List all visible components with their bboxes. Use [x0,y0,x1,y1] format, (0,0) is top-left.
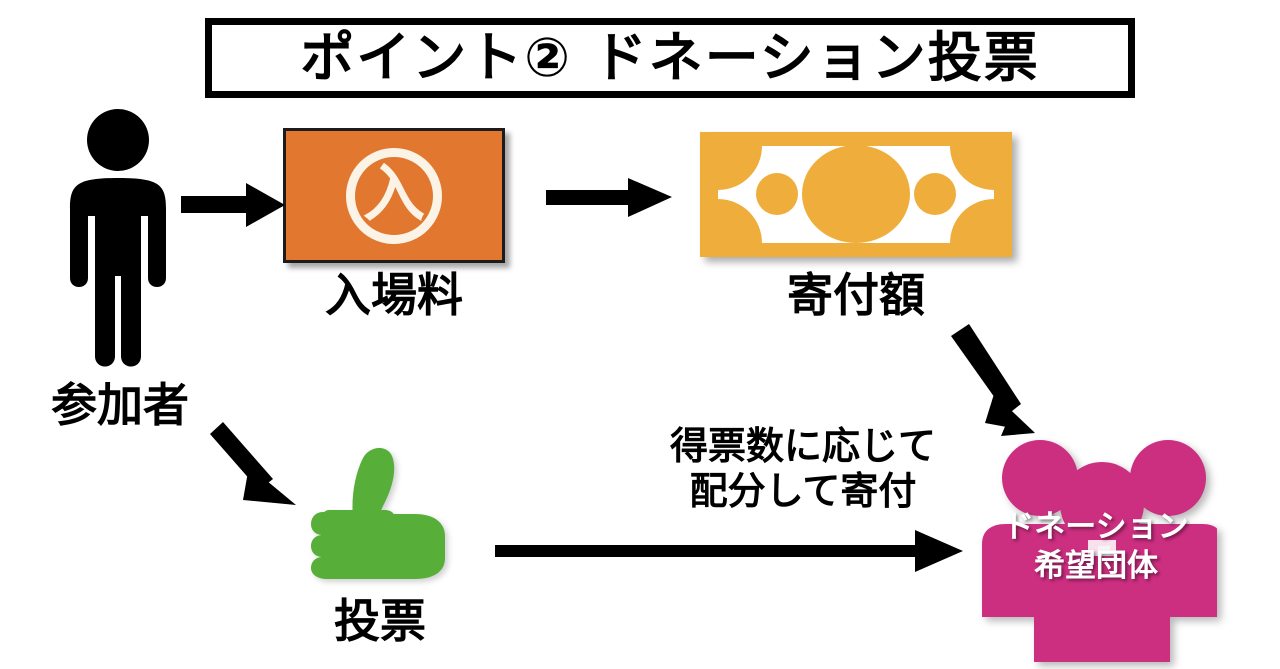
donation-amount-caption: 寄付額 [787,268,925,322]
admission-caption: 入場料 [325,268,463,322]
distribution-note: 得票数に応じて 配分して寄付 [628,424,978,514]
distribution-note-line1: 得票数に応じて [669,424,936,468]
arrow-participant-to-vote [210,422,296,505]
distribution-note-line2: 配分して寄付 [689,468,917,513]
title-banner: ポイント② ドネーション投票 [205,18,1135,98]
person-pictogram-icon [48,108,188,373]
ticket-badge-kanji: 入 [362,156,425,230]
participant-caption: 参加者 [51,378,189,432]
arrow-admission-to-donation [546,178,672,217]
vote-caption: 投票 [334,594,426,648]
people-group-icon [972,432,1222,669]
title-text: ポイント② ドネーション投票 [300,26,1040,89]
banknote-icon [700,132,1012,257]
arrow-donation-to-organizations [951,324,1035,436]
ticket-circle-badge: 入 [346,147,442,244]
ticket-icon: 入 [283,128,505,263]
thumbs-up-icon [293,440,468,595]
arrow-vote-to-organizations [495,530,963,572]
arrow-participant-to-admission [181,183,285,227]
